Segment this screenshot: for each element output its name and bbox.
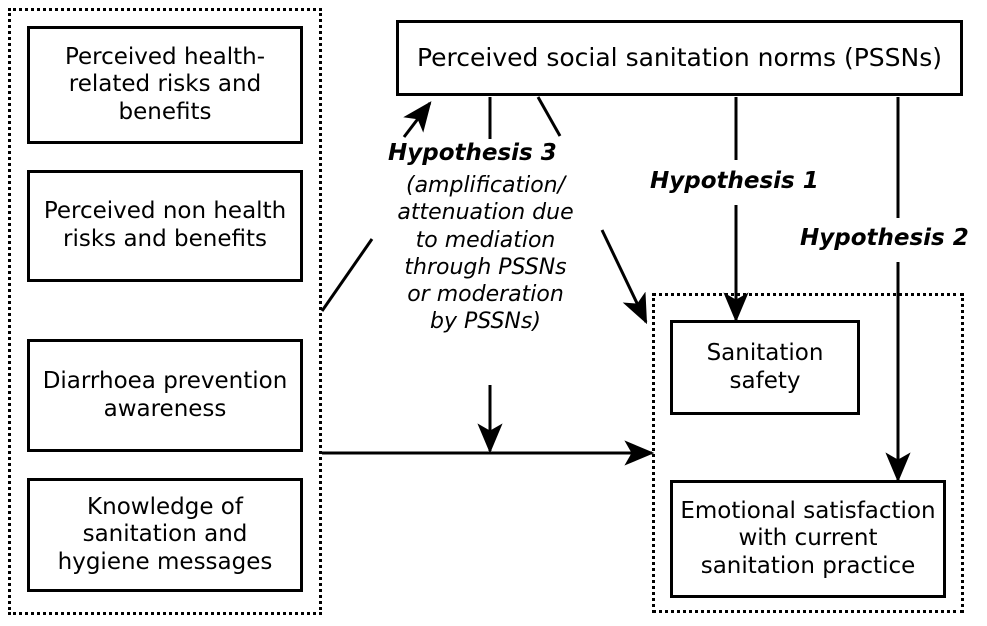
- label-hypothesis-3-note: (amplification/ attenuation due to media…: [397, 173, 574, 335]
- box-perceived-health-related-risks-label: Perceived health-related risks and benef…: [64, 43, 266, 125]
- label-hypothesis-2: Hypothesis 2: [800, 225, 969, 251]
- box-perceived-social-sanitation-norms-label: Perceived social sanitation norms (PSSNs…: [416, 43, 943, 72]
- box-sanitation-safety-label: Sanitation safety: [706, 339, 824, 394]
- box-diarrhoea-prevention-awareness-label: Diarrhoea prevention awareness: [42, 367, 288, 422]
- box-perceived-health-related-risks[interactable]: Perceived health-related risks and benef…: [27, 26, 303, 144]
- label-hypothesis-3: Hypothesis 3: [388, 140, 557, 166]
- label-hypothesis-1: Hypothesis 1: [650, 168, 819, 194]
- box-knowledge-of-sanitation[interactable]: Knowledge of sanitation and hygiene mess…: [27, 478, 303, 592]
- determinants-group: [8, 8, 322, 615]
- box-sanitation-safety[interactable]: Sanitation safety: [670, 320, 860, 415]
- box-diarrhoea-prevention-awareness[interactable]: Diarrhoea prevention awareness: [27, 339, 303, 452]
- box-knowledge-of-sanitation-label: Knowledge of sanitation and hygiene mess…: [57, 493, 273, 575]
- box-emotional-satisfaction-label: Emotional satisfaction with current sani…: [680, 497, 936, 579]
- box-perceived-social-sanitation-norms[interactable]: Perceived social sanitation norms (PSSNs…: [396, 20, 963, 96]
- box-perceived-non-health-risks[interactable]: Perceived non health risks and benefits: [27, 170, 303, 282]
- box-perceived-non-health-risks-label: Perceived non health risks and benefits: [43, 198, 287, 252]
- box-emotional-satisfaction[interactable]: Emotional satisfaction with current sani…: [670, 480, 946, 598]
